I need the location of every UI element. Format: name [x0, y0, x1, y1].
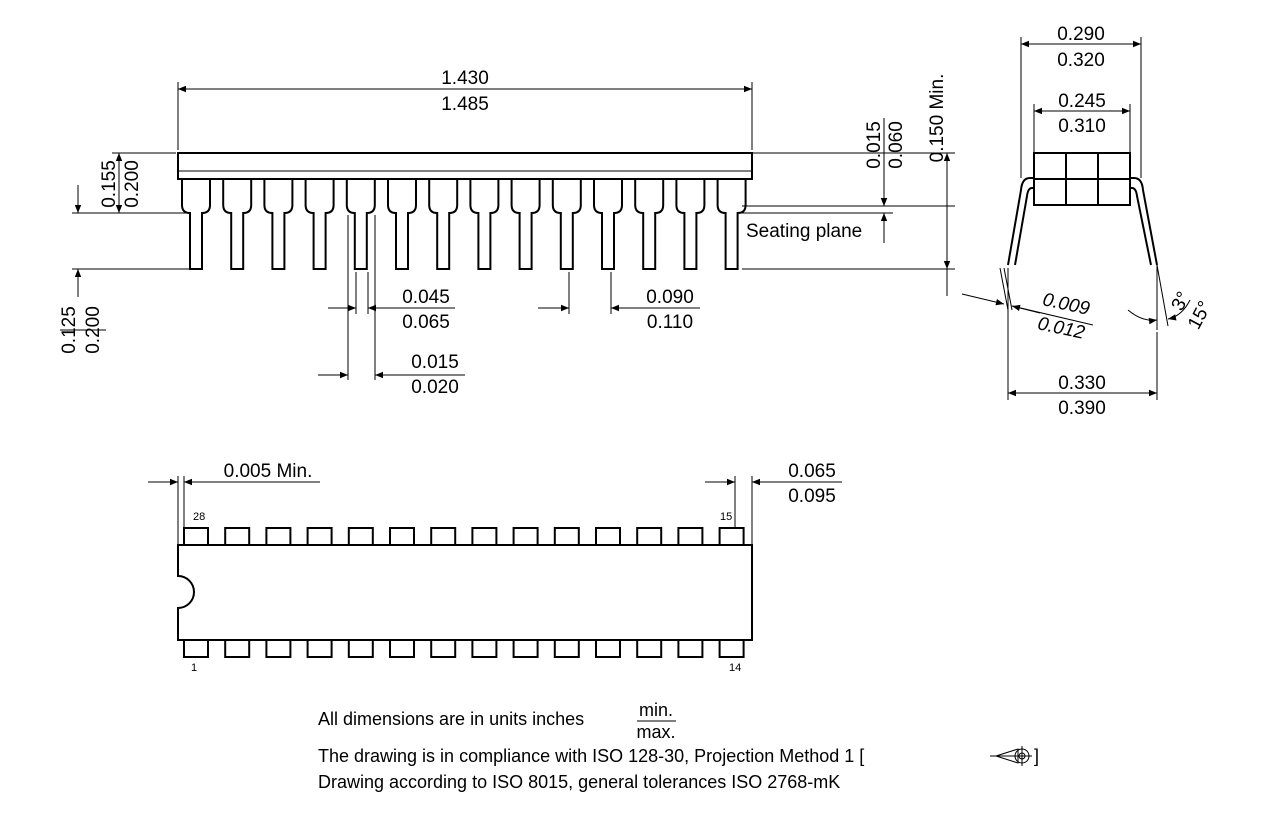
side-lead — [634, 179, 665, 270]
bottom-pad — [512, 639, 539, 658]
body-length-max: 1.485 — [441, 94, 489, 115]
bottom-pad — [306, 639, 333, 658]
top-pad — [595, 527, 621, 546]
lead-length-max: 0.200 — [83, 306, 104, 354]
bottom-pad — [347, 639, 374, 658]
side-lead — [510, 179, 541, 270]
side-lead — [222, 179, 253, 270]
side-lead — [551, 179, 582, 270]
side-leads — [181, 179, 747, 270]
seating-plane-label: Seating plane — [746, 221, 862, 242]
top-pad — [553, 527, 580, 546]
top-pad — [430, 527, 457, 546]
pitch-min: 0.090 — [646, 287, 694, 308]
end-lead-min: 0.065 — [788, 461, 836, 482]
bottom-pad — [553, 639, 580, 658]
side-lead — [469, 179, 500, 270]
end-view: 0.290 0.320 0.245 0.310 0.009 0.012 3° 1… — [961, 24, 1216, 419]
side-lead — [593, 179, 623, 270]
side-lead — [675, 179, 706, 270]
top-pad — [718, 527, 745, 546]
lead-shoulder-max: 0.065 — [402, 312, 450, 333]
pin-28-label: 28 — [193, 511, 205, 523]
bottom-pad — [677, 639, 704, 658]
iso-projection-note: The drawing is in compliance with ISO 12… — [318, 746, 864, 766]
iso-tolerance-note: Drawing according to ISO 8015, general t… — [318, 772, 840, 792]
top-pad — [224, 527, 251, 546]
top-pad — [306, 527, 333, 546]
side-lead — [428, 179, 459, 270]
side-lead — [263, 179, 294, 270]
body-width-min: 0.245 — [1058, 91, 1106, 112]
iso-projection-close: ] — [1034, 746, 1039, 766]
top-view: 28 15 1 14 0.005 Min. 0.065 0.095 — [148, 461, 842, 674]
lead-shoulder-min: 0.045 — [402, 287, 450, 308]
side-lead — [304, 179, 335, 270]
seating-height: 0.150 Min. — [927, 74, 948, 163]
top-pad — [347, 527, 374, 546]
lead-spread-max: 0.390 — [1058, 398, 1106, 419]
body-height-max: 0.200 — [122, 160, 143, 208]
units-max: max. — [636, 722, 675, 742]
lead-length-min: 0.125 — [59, 306, 80, 354]
side-body — [177, 152, 753, 180]
top-pad — [265, 527, 292, 546]
top-pad — [512, 527, 539, 546]
body-length-min: 1.430 — [441, 68, 489, 89]
top-pad — [636, 527, 663, 546]
body-height-min: 0.155 — [99, 160, 120, 208]
body-width-max: 0.310 — [1058, 116, 1106, 137]
end-lead-max: 0.095 — [788, 486, 836, 507]
top-pad — [471, 527, 498, 546]
pin-1-label: 1 — [191, 662, 197, 674]
units-note: All dimensions are in units inches — [318, 709, 584, 729]
notes: All dimensions are in units inches min. … — [318, 700, 1039, 792]
top-pad — [389, 527, 415, 546]
top-body — [177, 544, 753, 641]
pin-15-label: 15 — [720, 511, 732, 523]
pin-14-label: 14 — [729, 662, 741, 674]
side-lead — [716, 179, 747, 270]
row-outer-min: 0.290 — [1057, 24, 1105, 45]
bottom-pad — [389, 639, 415, 658]
bottom-pad — [471, 639, 498, 658]
bottom-pad — [183, 639, 209, 658]
standoff-max: 0.060 — [886, 121, 907, 169]
top-pad — [677, 527, 704, 546]
units-min: min. — [639, 700, 673, 720]
pitch-max: 0.110 — [647, 312, 693, 333]
side-lead — [387, 179, 417, 270]
lead-spread-min: 0.330 — [1058, 373, 1106, 394]
bottom-pad — [636, 639, 663, 658]
row-outer-max: 0.320 — [1057, 50, 1105, 71]
bottom-pad — [265, 639, 292, 658]
top-pad — [183, 527, 209, 546]
bottom-pad — [430, 639, 457, 658]
bottom-pad — [718, 639, 745, 658]
standoff-min: 0.015 — [864, 121, 885, 169]
bottom-pad — [224, 639, 251, 658]
first-angle-projection-icon — [990, 746, 1032, 766]
side-view: 1.430 1.485 0.155 0.200 0.125 0.200 0.01… — [59, 68, 955, 398]
lead-width-max: 0.020 — [411, 377, 459, 398]
side-lead — [181, 179, 211, 270]
end-gap: 0.005 Min. — [224, 461, 313, 482]
lead-width-min: 0.015 — [411, 352, 459, 373]
bottom-pad — [595, 639, 621, 658]
side-lead — [345, 179, 376, 270]
